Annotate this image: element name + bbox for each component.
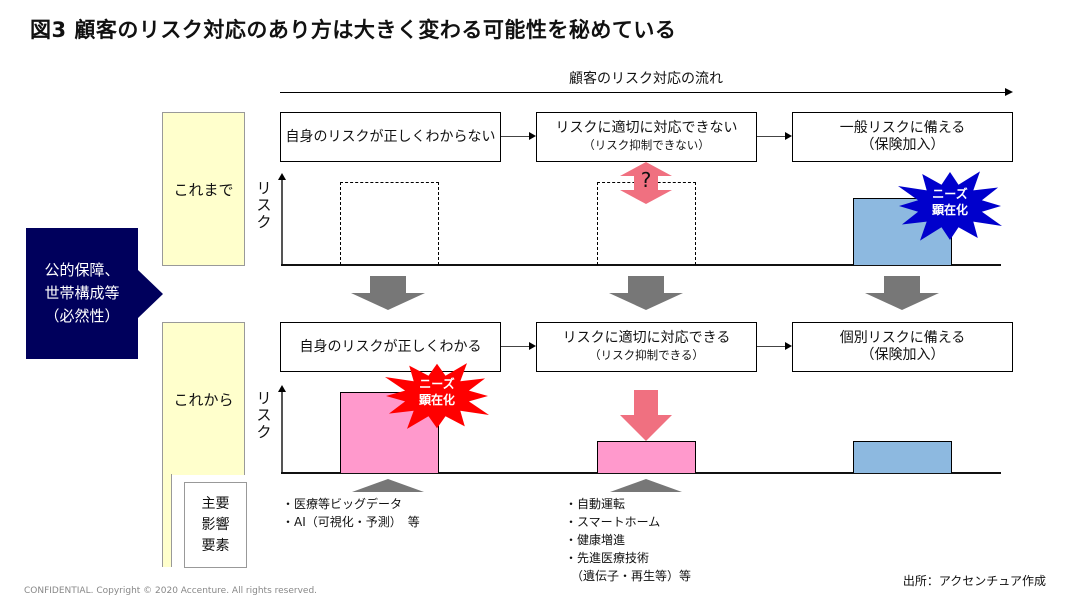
y-axis: [281, 390, 283, 474]
factor-item: ・医療等ビッグデータ: [282, 497, 403, 511]
left-box-line: （必然性）: [44, 307, 120, 325]
factor-item: ・スマートホーム: [565, 515, 661, 529]
burst-text: 顕在化: [931, 203, 968, 217]
left-box-line: 公的保障、: [44, 261, 120, 279]
up-triangle-icon: [610, 479, 682, 492]
row-label-before: これまで: [162, 112, 245, 266]
burst-text: ニーズ: [419, 377, 455, 391]
flow-arrow-head-icon: [1005, 88, 1013, 96]
burst-text: 顕在化: [418, 393, 455, 407]
right-arrow-icon: [138, 270, 163, 318]
up-triangle-icon: [352, 479, 424, 492]
axis-arrow-icon: [278, 173, 286, 180]
factors-list-1: ・医療等ビッグデータ ・AI（可視化・予測） 等: [282, 495, 420, 531]
factor-item: ・先進医療技術: [565, 551, 650, 565]
step-main: リスクに適切に対応できない: [555, 120, 738, 136]
factor-item: ・AI（可視化・予測） 等: [282, 515, 420, 529]
step-sub: （保険加入）: [860, 347, 945, 363]
step-main: リスクに適切に対応できる: [562, 330, 731, 346]
x-axis: [281, 472, 1001, 474]
row-label-extension: [162, 474, 172, 567]
down-arrow-icon: [351, 276, 425, 310]
down-arrow-icon: [609, 276, 683, 310]
step-box: 自身のリスクが正しくわからない: [280, 112, 501, 162]
factor-item: ・自動運転: [565, 497, 626, 511]
factors-label-line: 主要: [201, 495, 230, 512]
axis-arrow-icon: [278, 385, 286, 392]
burst-text: ニーズ: [932, 187, 968, 201]
risk-bar-reduced: [597, 441, 696, 473]
factors-label-line: 要素: [201, 537, 230, 554]
risk-bar-unknown: [340, 182, 439, 265]
connector-arrow-icon: [529, 132, 536, 140]
starburst-icon: [898, 171, 1002, 241]
step-sub: （リスク抑制できる）: [589, 348, 704, 362]
question-mark: ?: [640, 168, 652, 192]
needs-burst-red: ニーズ 顕在化: [377, 358, 497, 434]
y-axis: [281, 178, 283, 266]
connector-arrow-icon: [785, 342, 792, 350]
left-box-line: 世帯構成等: [44, 284, 120, 302]
factor-item: （遺伝子・再生等）等: [565, 569, 692, 583]
connector-line: [757, 136, 785, 137]
connector-line: [501, 136, 529, 137]
source-note: 出所：アクセンチュア作成: [902, 574, 1046, 588]
step-box: 個別リスクに備える（保険加入）: [792, 322, 1013, 372]
key-factors-label: 主要 影響 要素: [184, 482, 247, 568]
down-arrow-icon: [865, 276, 939, 310]
up-down-arrow-icon: [620, 162, 672, 204]
axis-label-risk: リスク: [256, 179, 272, 231]
risk-bar-insured: [853, 441, 952, 473]
step-sub: （リスク抑制できない）: [583, 138, 710, 152]
step-main: 個別リスクに備える: [839, 330, 966, 346]
factor-item: ・健康増進: [565, 533, 626, 547]
connector-arrow-icon: [785, 132, 792, 140]
public-security-box: 公的保障、 世帯構成等 （必然性）: [26, 228, 138, 359]
down-arrow-icon: [620, 390, 672, 441]
row-label-text: これから: [173, 390, 234, 409]
connector-line: [757, 346, 785, 347]
step-box: リスクに適切に対応できる （リスク抑制できる）: [536, 322, 757, 372]
step-box: 自身のリスクが正しくわかる: [280, 322, 501, 372]
step-main: 一般リスクに備える: [839, 120, 966, 136]
x-axis: [281, 264, 1001, 266]
factors-label-line: 影響: [201, 516, 230, 533]
needs-burst-blue: ニーズ 顕在化: [890, 166, 1010, 246]
step-main: 自身のリスクが正しくわかる: [299, 338, 482, 355]
connector-line: [501, 346, 529, 347]
flow-header: 顧客のリスク対応の流れ: [569, 71, 723, 87]
starburst-icon: [385, 363, 489, 429]
row-label-text: これまで: [173, 180, 234, 199]
copyright-footer: CONFIDENTIAL. Copyright © 2020 Accenture…: [24, 586, 318, 596]
step-main: 自身のリスクが正しくわからない: [285, 128, 496, 145]
step-box: 一般リスクに備える（保険加入）: [792, 112, 1013, 162]
flow-arrow-line: [280, 92, 1008, 93]
axis-label-risk: リスク: [256, 389, 272, 441]
slide-title: 図3 顧客のリスク対応のあり方は大きく変わる可能性を秘めている: [30, 18, 677, 42]
factors-list-2: ・自動運転 ・スマートホーム ・健康増進 ・先進医療技術 （遺伝子・再生等）等: [565, 495, 691, 585]
step-sub: （保険加入）: [860, 137, 945, 153]
row-label-after: これから: [162, 322, 245, 475]
step-box: リスクに適切に対応できない （リスク抑制できない）: [536, 112, 757, 162]
connector-arrow-icon: [529, 342, 536, 350]
